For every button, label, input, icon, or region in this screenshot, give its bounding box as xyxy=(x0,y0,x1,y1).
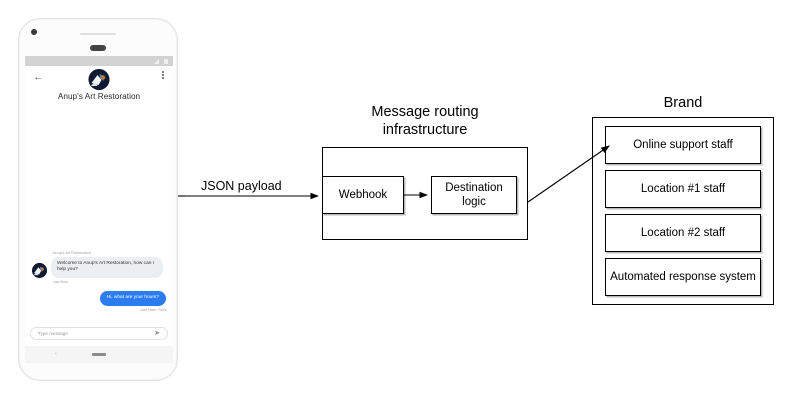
infrastructure-title-line2: infrastructure xyxy=(382,122,468,138)
brand-item-location-2-staff[interactable]: Location #2 staff xyxy=(605,214,761,252)
front-camera-icon xyxy=(31,29,37,35)
nav-home-pill[interactable] xyxy=(92,353,106,356)
infrastructure-title-line1: Message routing xyxy=(371,104,479,120)
app-bar: ← Anup's Art Restoration xyxy=(25,66,173,112)
signal-icon xyxy=(154,59,159,64)
incoming-message-timestamp: Just Now xyxy=(53,280,68,285)
outgoing-message-timestamp: Just Now • Sent xyxy=(140,308,166,313)
incoming-message-row: Welcome to Anup's Art Restoration, how c… xyxy=(32,256,166,279)
incoming-message-bubble: Welcome to Anup's Art Restoration, how c… xyxy=(51,256,163,279)
kebab-menu-icon[interactable] xyxy=(162,71,164,81)
avatar xyxy=(32,263,47,279)
brand-item-location-1-staff[interactable]: Location #1 staff xyxy=(605,170,761,208)
back-arrow-icon[interactable]: ← xyxy=(33,71,44,83)
edge-label-json-payload: JSON payload xyxy=(201,179,282,193)
phone-screen: ← Anup's Art Restoration Anup's Art Rest… xyxy=(25,56,173,346)
page-title: Anup's Art Restoration xyxy=(57,92,141,101)
status-bar xyxy=(25,56,173,66)
send-icon[interactable]: ➤ xyxy=(154,330,160,337)
message-thread: Anup's Art Restoration Welcome to Anup's… xyxy=(25,251,173,313)
outgoing-message-bubble: Hi, what are your hours? xyxy=(99,291,166,307)
earpiece-icon xyxy=(90,45,106,51)
speaker-grille xyxy=(80,33,116,35)
message-composer[interactable]: Type message ➤ xyxy=(30,327,168,340)
nav-back-icon[interactable]: ‹ xyxy=(55,351,57,357)
android-nav-bar: ‹ xyxy=(25,346,173,363)
brand-item-online-support-staff[interactable]: Online support staff xyxy=(605,126,761,164)
message-input-placeholder[interactable]: Type message xyxy=(38,331,68,336)
brand-title: Brand xyxy=(663,95,703,111)
brand-item-automated-response-system[interactable]: Automated response system xyxy=(605,258,761,296)
outgoing-message-row: Hi, what are your hours? xyxy=(32,291,166,307)
node-destination-logic[interactable]: Destination logic xyxy=(431,176,517,214)
incoming-sender-name: Anup's Art Restoration xyxy=(53,251,91,255)
brand-avatar xyxy=(88,69,110,90)
node-webhook[interactable]: Webhook xyxy=(322,176,404,214)
battery-icon xyxy=(164,59,168,64)
phone-mockup: ← Anup's Art Restoration Anup's Art Rest… xyxy=(18,18,178,381)
